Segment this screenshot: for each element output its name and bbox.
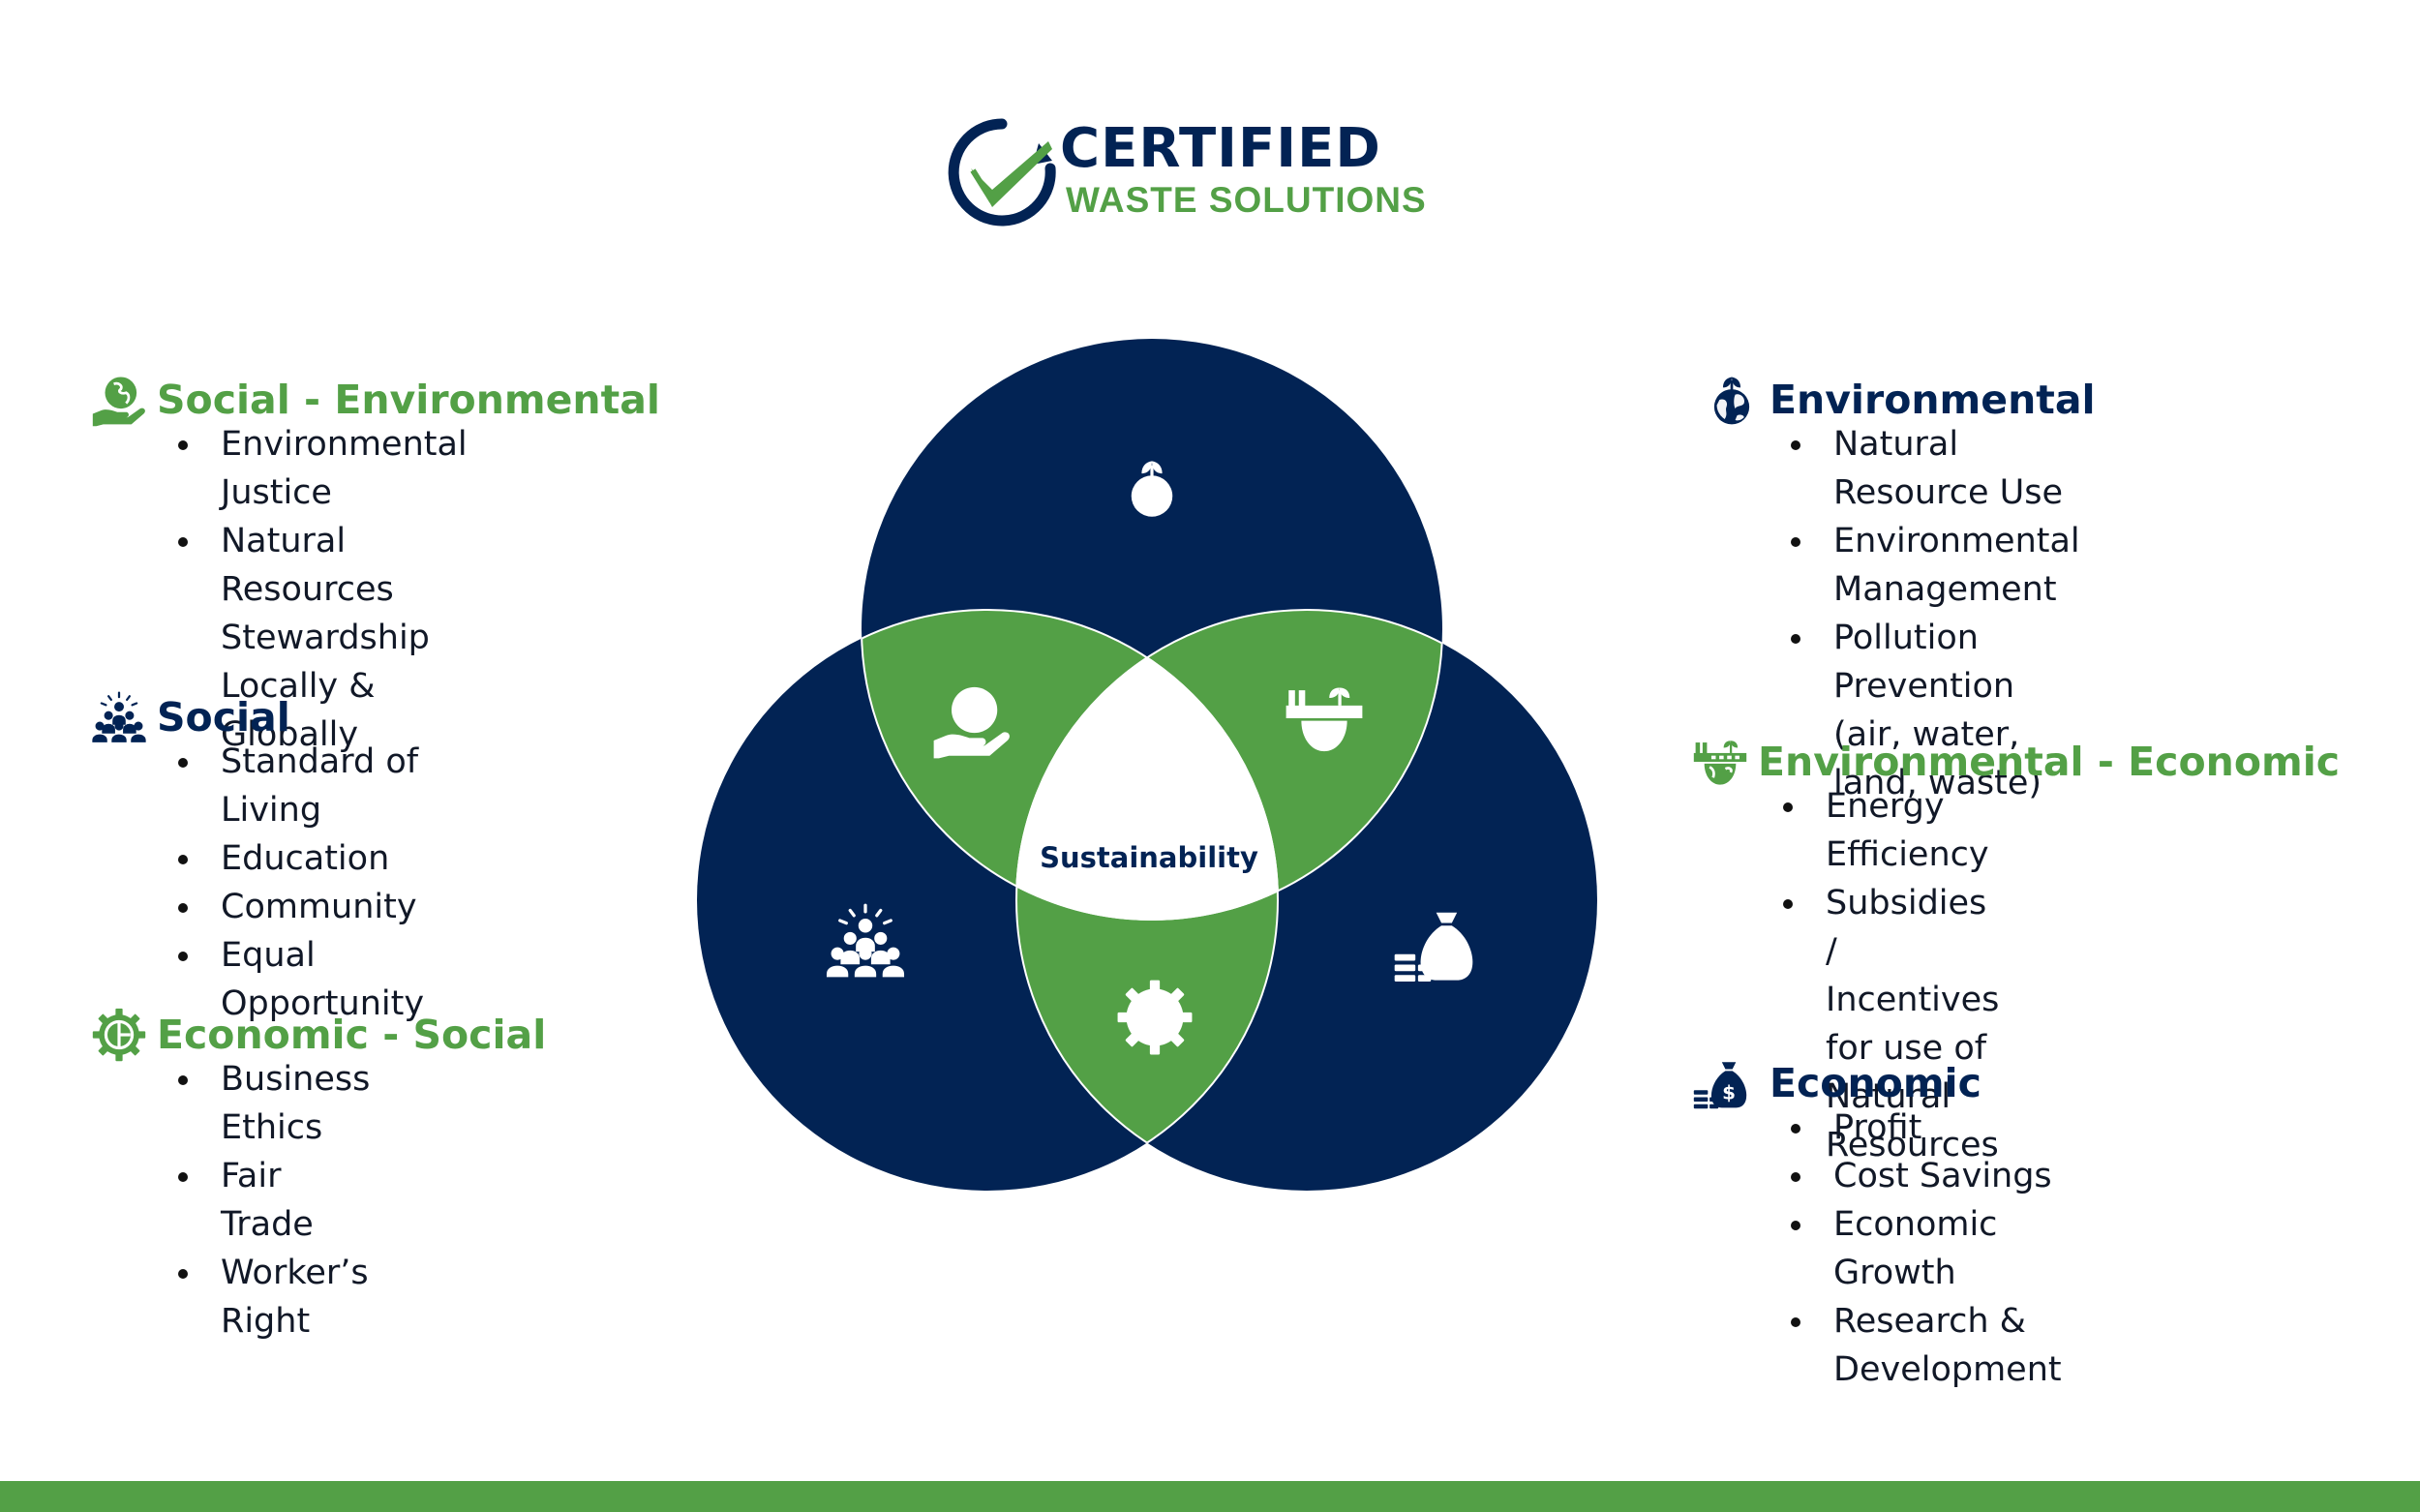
logo-title: CERTIFIED [1060,117,1381,180]
list-item: Environmental [1791,517,2080,565]
list-item: Business Ethics [177,1055,370,1152]
list-item: Natural Resource Use [1791,420,2080,517]
list-item: Education [177,834,424,883]
list-item: Pollution Prevention [1791,614,2080,711]
sustainability-label: Sustainability [1040,841,1258,874]
panel-title: Social - Environmental [157,377,660,423]
item-list: Energy Efficiency Subsidies / Incentives… [1782,782,2000,1169]
list-item: Management [1833,570,2057,609]
people-group-icon [91,689,147,745]
gear-chart-icon [91,1007,147,1063]
item-list: Business Ethics Fair Trade Worker’s Righ… [177,1055,370,1346]
list-item: Stewardship Locally & [221,619,430,706]
sustainability-center [1016,610,1278,920]
money-bag-coins-icon [1692,1055,1748,1111]
hand-globe-icon [91,372,147,428]
panel-title: Environmental [1770,377,2096,423]
list-item: (air, water, land, waste) [1833,715,2042,802]
list-item: Research & [1791,1297,2062,1346]
logo: CERTIFIED WASTE SOLUTIONS [944,114,1426,230]
list-item: Fair Trade [177,1152,370,1249]
item-list: Environmental Justice Natural Resources … [178,420,468,759]
earth-sprout-icon [1704,372,1760,428]
item-list: Profit Cost Savings Economic Growth Rese… [1791,1104,2062,1394]
list-item: Globally [221,715,359,754]
list-item: Natural Resources [1826,1077,1999,1164]
list-item: Community [177,883,424,931]
list-item: Development [1833,1350,2062,1389]
list-item: Profit [1791,1104,2062,1152]
check-circle-arrow-icon [948,118,1056,227]
list-item: Worker’s Right [177,1249,370,1346]
gear-chart-icon [1118,981,1193,1055]
list-item: Incentives for use of [1826,981,2000,1068]
footer-bar [0,1481,2420,1512]
sustainability-venn-diagram: Sustainability [697,339,1597,1191]
list-item: Natural Resources [178,517,468,614]
list-item: Subsidies / [1782,879,1999,976]
panel-title: Social [157,694,290,741]
list-item: Environmental Justice [178,420,468,517]
panel-title: Environmental - Economic [1758,739,2341,785]
list-item: Standard of Living [177,738,424,834]
factory-earth-icon [1692,734,1748,790]
item-list: Standard of Living Education Community E… [177,738,424,1028]
list-item: Equal Opportunity [177,931,424,1028]
item-list: Natural Resource Use Environmental Manag… [1791,420,2080,807]
logo-subtitle: WASTE SOLUTIONS [1066,180,1427,220]
panel-title: Economic [1770,1060,1981,1106]
list-item: Economic Growth [1791,1200,2062,1297]
list-item: Cost Savings [1791,1152,2062,1200]
list-item: Energy Efficiency [1782,782,1999,879]
panel-title: Economic - Social [157,1012,547,1058]
